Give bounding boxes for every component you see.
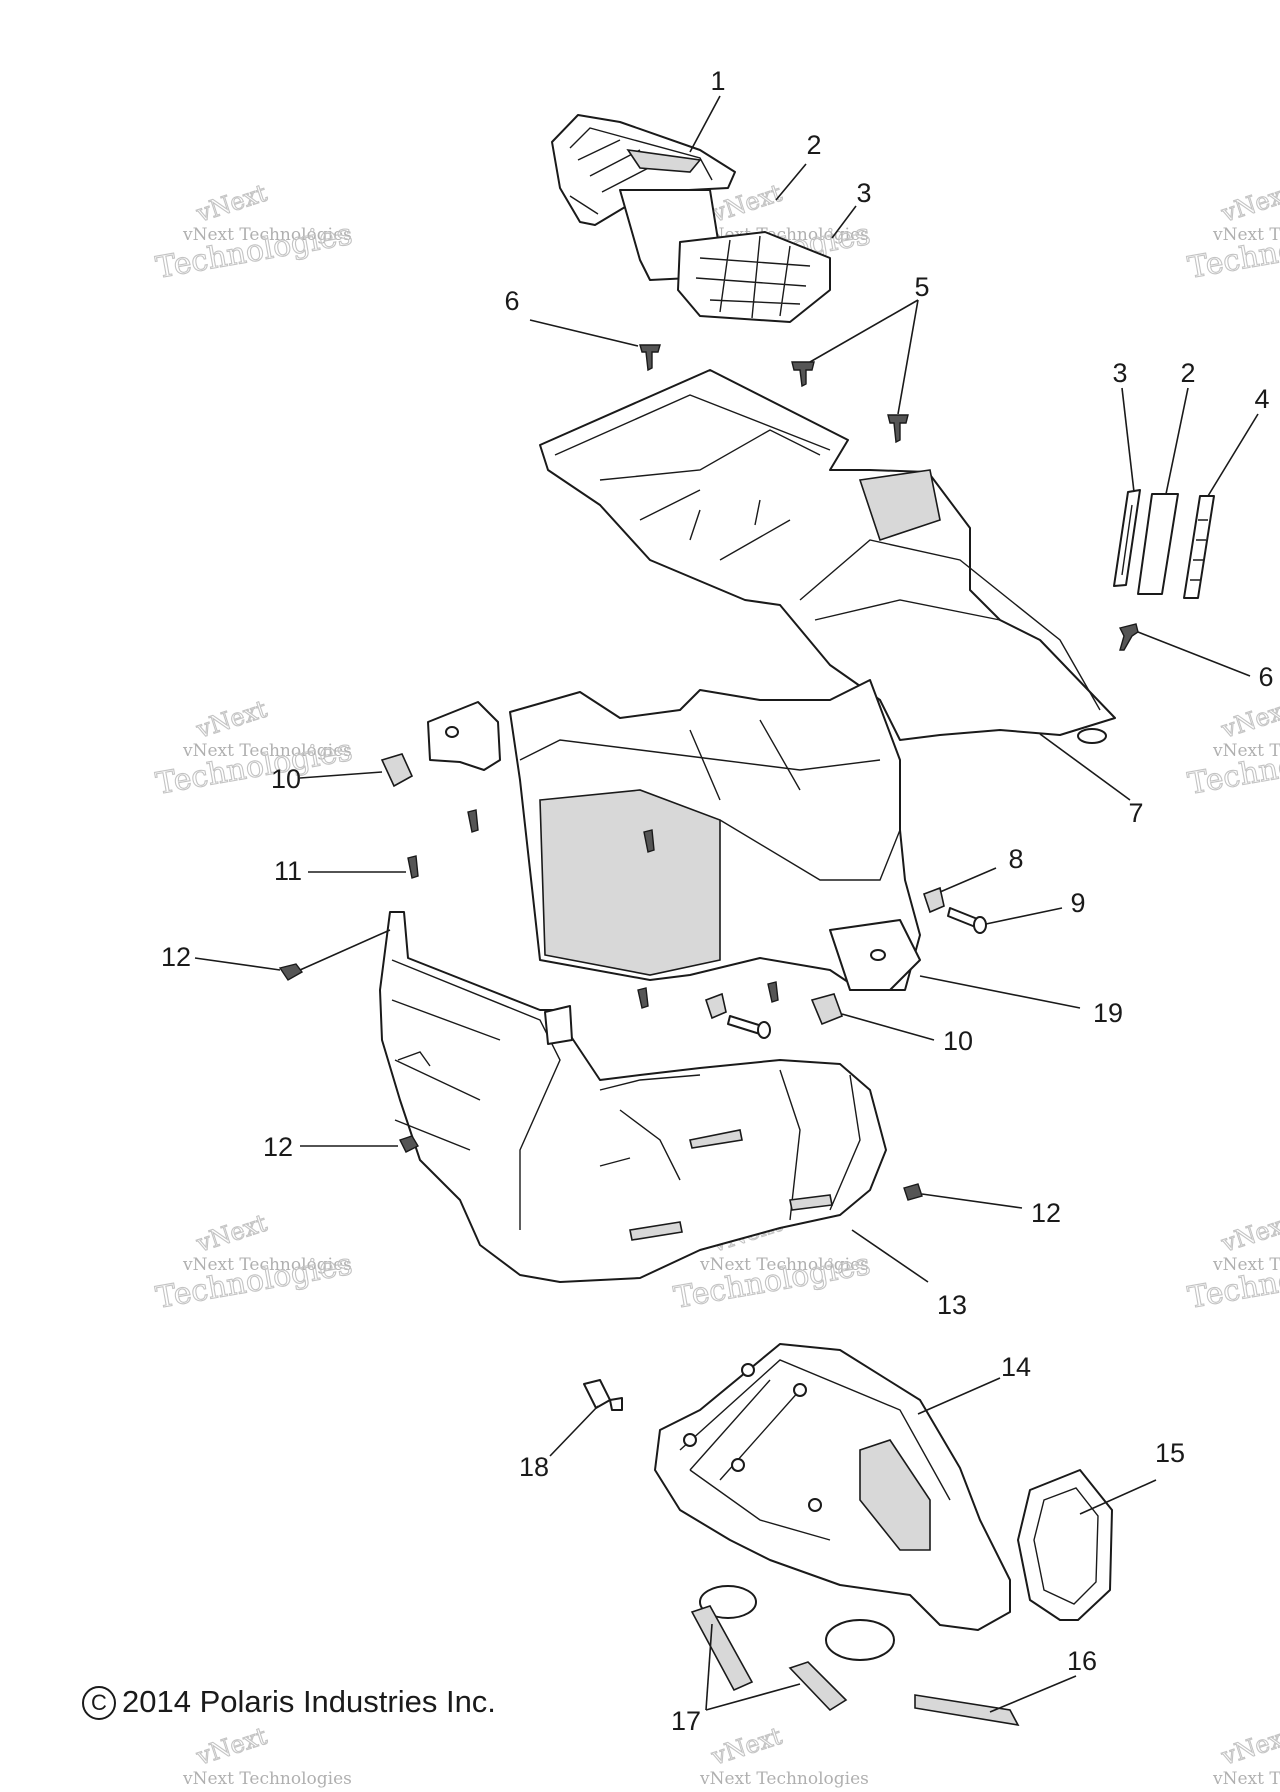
- part-8-clip-b: [704, 992, 727, 1020]
- callout-18: 18: [519, 1452, 549, 1482]
- callout-16: 16: [1067, 1646, 1097, 1676]
- part-5-screw-b: [887, 414, 909, 444]
- svg-text:vNext: vNext: [1217, 179, 1280, 228]
- watermark-mid-right: vNext vNext Technologies Technologies: [1185, 694, 1280, 802]
- watermark-top-right: vNext vNext Technologies Technologies: [1185, 178, 1280, 286]
- svg-text:vNext: vNext: [192, 695, 270, 744]
- svg-text:vNext Technologies: vNext Technologies: [1212, 1255, 1280, 1275]
- part-11-screw-d: [637, 987, 649, 1009]
- part-11-screw-c: [643, 829, 655, 853]
- watermark-bottom-center: vNext vNext Technologies: [699, 1721, 869, 1789]
- watermark-lower-left: vNext vNext Technologies Technologies: [153, 1208, 356, 1316]
- watermark-top-left: vNext vNext Technologies Technologies: [153, 178, 356, 286]
- svg-text:vNext Technologies: vNext Technologies: [182, 1255, 352, 1275]
- svg-text:vNext Technologies: vNext Technologies: [182, 1769, 352, 1789]
- svg-text:vNext: vNext: [1217, 1722, 1280, 1771]
- copyright-text: 2014 Polaris Industries Inc.: [122, 1684, 496, 1719]
- part-12-screw-a: [278, 963, 304, 981]
- callout-12: 12: [1031, 1198, 1061, 1228]
- watermark-bottom-left: vNext vNext Technologies: [182, 1721, 352, 1789]
- svg-text:vNext Technologies: vNext Technologies: [699, 1769, 869, 1789]
- part-13-air-duct: [379, 911, 887, 1283]
- watermark-bottom-right: vNext vNext Technologies: [1212, 1721, 1280, 1789]
- callout-3: 3: [1112, 358, 1127, 388]
- part-10-clip-nut-b: [810, 993, 844, 1026]
- part-11-screw-a: [467, 809, 479, 833]
- callout-9: 9: [1070, 888, 1085, 918]
- part-19-bracket: [427, 679, 921, 991]
- callout-15: 15: [1155, 1438, 1185, 1468]
- svg-text:vNext: vNext: [1217, 1209, 1280, 1258]
- part-1-intake-grille: [551, 114, 736, 226]
- callout-10: 10: [271, 764, 301, 794]
- copyright-icon: C: [82, 1686, 116, 1720]
- callout-2: 2: [1180, 358, 1195, 388]
- part-9-bolt-a: [947, 907, 987, 934]
- svg-text:vNext: vNext: [192, 1722, 270, 1771]
- leader-lines: [194, 95, 1259, 1713]
- callout-7: 7: [1128, 798, 1143, 828]
- svg-text:vNext Technologies: vNext Technologies: [1212, 225, 1280, 245]
- callout-labels: 1 2 3 5 6 3 2 4 6 7 10 11 8 9 12 19 10 1…: [161, 66, 1274, 1736]
- part-9-bolt-b: [727, 1015, 771, 1039]
- callout-19: 19: [1093, 998, 1123, 1028]
- svg-text:vNext Technologies: vNext Technologies: [182, 225, 352, 245]
- svg-text:vNext: vNext: [707, 1722, 785, 1771]
- part-16-label: [914, 1694, 1020, 1727]
- svg-text:vNext Technologies: vNext Technologies: [1212, 1769, 1280, 1789]
- part-17-clamp-a: [690, 1605, 754, 1692]
- svg-text:vNext Technologies: vNext Technologies: [1212, 741, 1280, 761]
- svg-text:vNext: vNext: [192, 1209, 270, 1258]
- callout-1: 1: [710, 66, 725, 96]
- part-17-clamp-b: [788, 1661, 848, 1712]
- part-10-clip-nut-a: [380, 753, 414, 788]
- callout-6: 6: [1258, 662, 1273, 692]
- callout-10: 10: [943, 1026, 973, 1056]
- svg-text:vNext: vNext: [1217, 695, 1280, 744]
- part-12-screw-c: [903, 1183, 923, 1201]
- svg-text:vNext Technologies: vNext Technologies: [699, 1255, 869, 1275]
- part-4-side-grille: [1183, 495, 1215, 599]
- part-11-screw-e: [767, 981, 779, 1003]
- part-15-seal-ring: [1017, 1469, 1113, 1621]
- part-3-grille-frame-side: [1113, 489, 1141, 587]
- callout-12: 12: [161, 942, 191, 972]
- svg-text:vNext: vNext: [192, 179, 270, 228]
- watermark-lower-right: vNext vNext Technologies Technologies: [1185, 1208, 1280, 1316]
- part-7-upper-shroud: [539, 369, 1116, 744]
- callout-2: 2: [806, 130, 821, 160]
- part-14-air-box: [654, 1343, 1011, 1661]
- callout-12: 12: [263, 1132, 293, 1162]
- callout-11: 11: [274, 856, 302, 886]
- watermark-mid-left: vNext vNext Technologies Technologies: [153, 694, 356, 802]
- svg-text:vNext Technologies: vNext Technologies: [182, 741, 352, 761]
- callout-5: 5: [914, 272, 929, 302]
- part-3-grille-frame-top: [677, 231, 831, 323]
- part-5-screw-a: [791, 361, 815, 388]
- callout-4: 4: [1254, 384, 1269, 414]
- part-11-screw-b: [407, 855, 419, 879]
- part-2-filter-foam-side: [1137, 493, 1179, 595]
- callout-17: 17: [671, 1706, 701, 1736]
- callout-14: 14: [1001, 1352, 1031, 1382]
- part-6-screw-b: [1118, 623, 1139, 651]
- callout-6: 6: [504, 286, 519, 316]
- part-12-screw-b: [399, 1135, 419, 1153]
- part-18-wing-nut: [583, 1379, 623, 1411]
- callout-8: 8: [1008, 844, 1023, 874]
- part-6-screw-a: [639, 344, 661, 372]
- part-8-clip-a: [922, 886, 945, 914]
- callout-3: 3: [856, 178, 871, 208]
- callout-13: 13: [937, 1290, 967, 1320]
